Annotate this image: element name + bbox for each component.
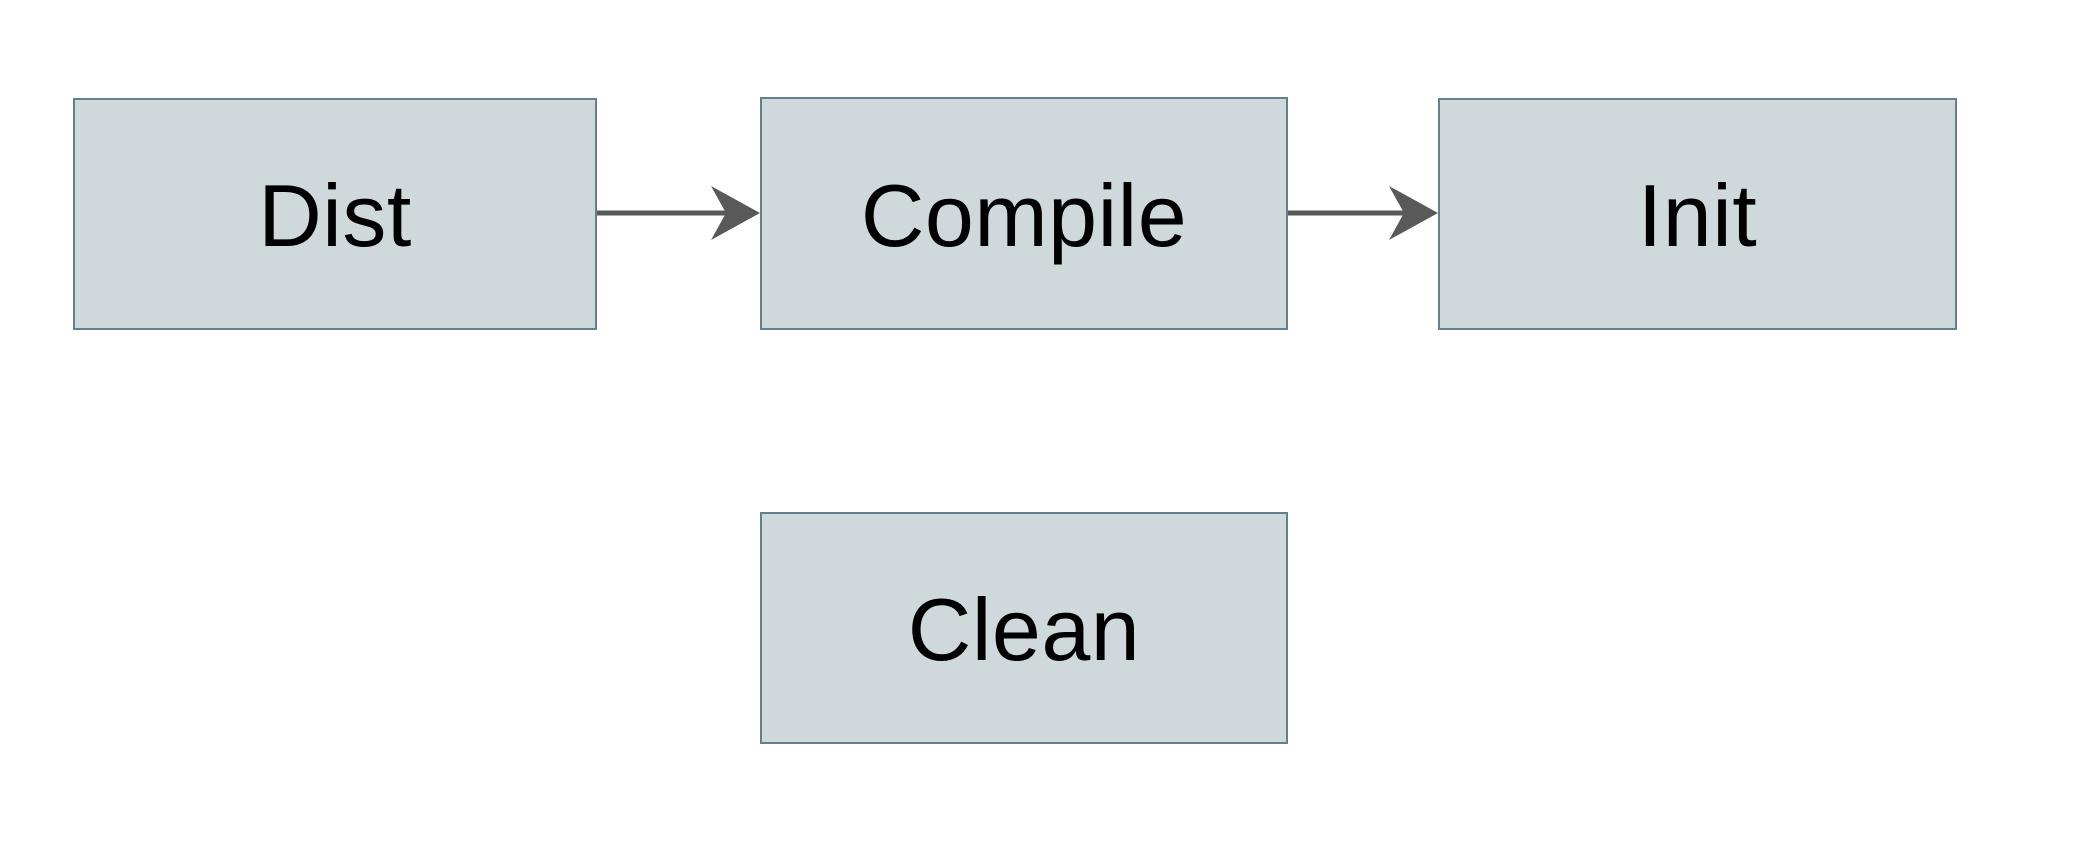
node-init-label: Init bbox=[1637, 166, 1758, 265]
node-compile: Compile bbox=[760, 97, 1288, 330]
node-compile-label: Compile bbox=[860, 165, 1188, 265]
node-dist: Dist bbox=[73, 98, 597, 330]
arrow-compile-to-init-icon bbox=[1288, 186, 1438, 240]
node-clean: Clean bbox=[760, 512, 1288, 744]
node-dist-label: Dist bbox=[258, 166, 412, 265]
node-init: Init bbox=[1438, 98, 1957, 330]
arrow-dist-to-compile-icon bbox=[597, 186, 760, 240]
node-clean-label: Clean bbox=[907, 580, 1141, 679]
